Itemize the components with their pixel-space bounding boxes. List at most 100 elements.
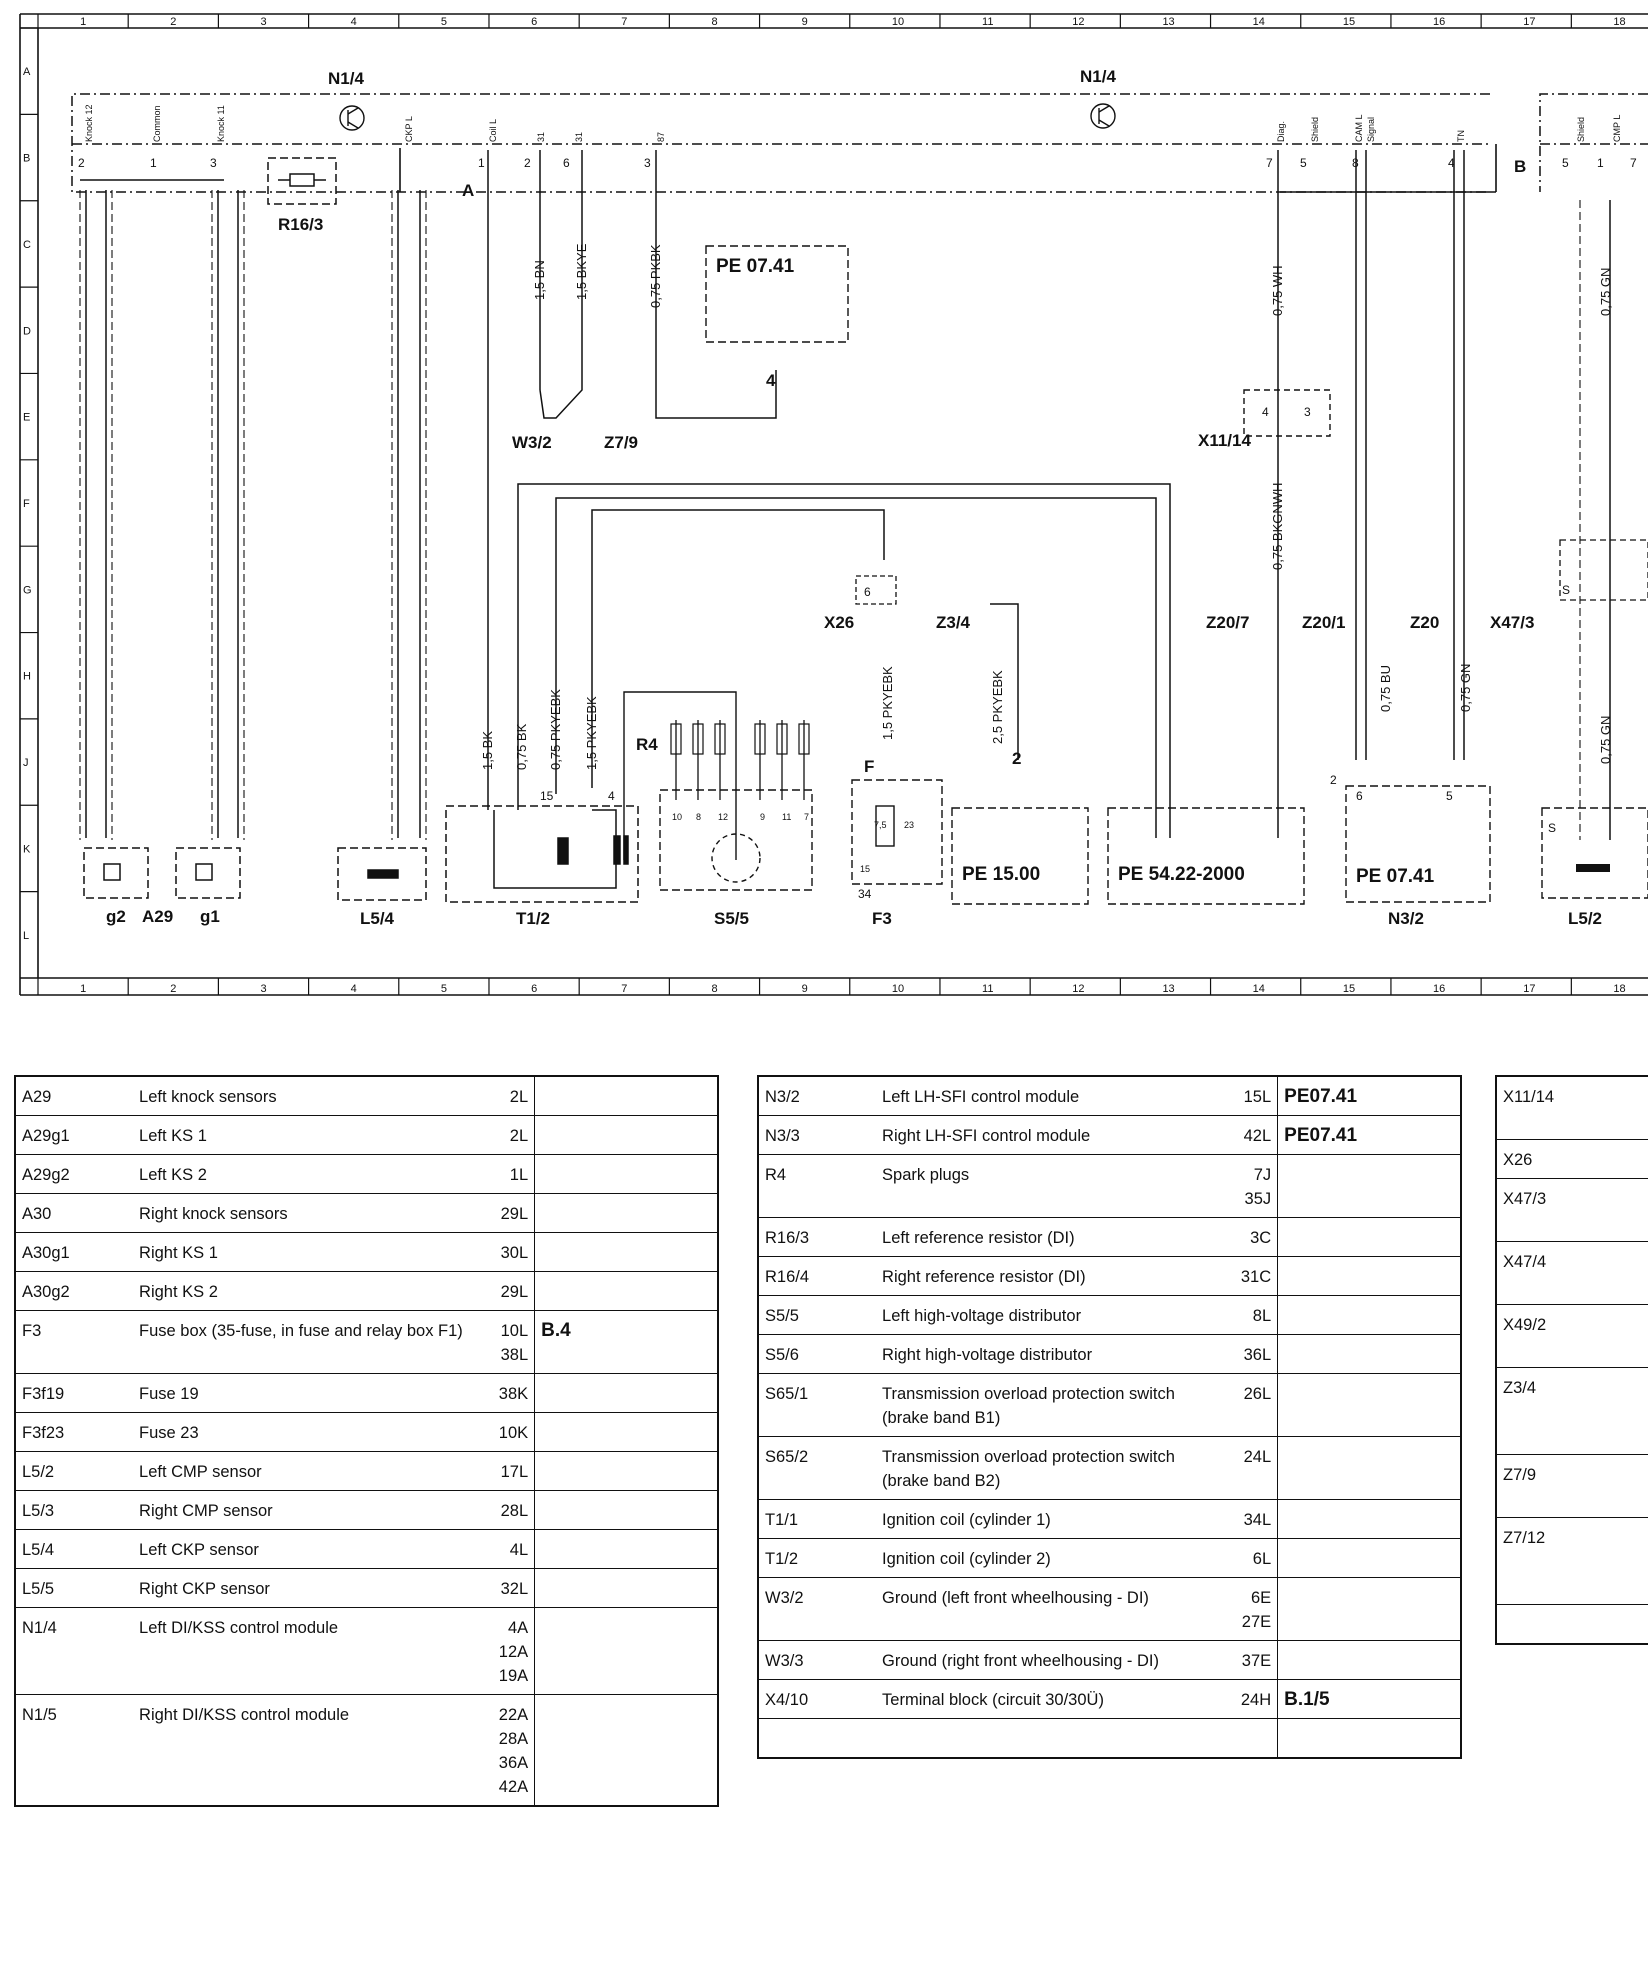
legend-code-cell: A29g1 — [14, 1115, 134, 1155]
grid-column-number: 8 — [711, 16, 717, 28]
pin-number: 5 — [1446, 789, 1453, 803]
legend-ref-cell — [1277, 1538, 1462, 1578]
fuse-box-f3 — [851, 779, 943, 885]
legend-loc-cell: 3C — [1227, 1217, 1279, 1257]
pin-number: 4 — [608, 789, 615, 803]
legend-desc-cell: Fuse 23 — [133, 1412, 484, 1452]
legend-code-cell: X47/4 — [1495, 1241, 1648, 1305]
label-g1: g1 — [200, 907, 220, 926]
grid-column-number: 9 — [802, 983, 808, 995]
legend-ref-cell — [1277, 1577, 1462, 1641]
grid-column-number: 11 — [982, 983, 993, 995]
grid-row-letter: A — [23, 66, 31, 78]
wire-label: 1,5 BK — [480, 731, 495, 770]
legend-ref-cell — [1277, 1217, 1462, 1257]
legend-desc-cell: Fuse 19 — [133, 1373, 484, 1413]
pin-number: S — [1562, 583, 1570, 597]
plug-number: 8 — [696, 812, 701, 822]
grid-column-number: 15 — [1343, 16, 1355, 28]
grid-column-number: 1 — [80, 983, 86, 995]
wire-label: 1,5 PKYEBK — [584, 696, 599, 770]
wire-label: 0,75 WH — [1270, 265, 1285, 316]
label-number: 2 — [1012, 749, 1021, 768]
legend-code-cell: Z3/4 — [1495, 1367, 1648, 1455]
legend-code-cell: A29g2 — [14, 1154, 134, 1194]
grid-row-letter: C — [23, 239, 31, 251]
legend-code-cell: X49/2 — [1495, 1304, 1648, 1368]
legend-loc-cell: 26L — [1227, 1373, 1279, 1437]
label-f3: F3 — [872, 909, 892, 928]
grid-column-number: 3 — [260, 16, 266, 28]
legend-ref-cell — [534, 1271, 719, 1311]
label-l5-4: L5/4 — [360, 909, 395, 928]
fuse-value: 7,5 — [874, 820, 887, 830]
wire-label: 0,75 BU — [1378, 665, 1393, 712]
legend-ref-cell — [534, 1193, 719, 1233]
legend-loc-cell: 31C — [1227, 1256, 1279, 1296]
legend-row: Z7/9Cir(ch — [1495, 1454, 1648, 1518]
legend-table-3-clip: X11/14Dia(DIX26IntX47/3LefcorX47/4Rigcor… — [1495, 1075, 1648, 1967]
pin-number: 6 — [864, 585, 871, 599]
legend-row: Z7/12Cir(chbas — [1495, 1517, 1648, 1605]
pin-label-coill: Coil L — [488, 119, 498, 142]
wire-label: 1,5 BKYE — [574, 243, 589, 300]
legend-desc-cell: Right CKP sensor — [133, 1568, 484, 1608]
legend-code-cell: S65/1 — [757, 1373, 877, 1437]
legend-code-cell: A29 — [14, 1075, 134, 1116]
label-letter-b: B — [1514, 157, 1526, 176]
pin-label-31a: 31 — [536, 132, 546, 142]
legend-row: X11/14Dia(DI — [1495, 1075, 1648, 1140]
legend-desc-cell: Right KS 1 — [133, 1232, 484, 1272]
grid-row-letter: D — [23, 325, 31, 337]
legend-code-cell: L5/4 — [14, 1529, 134, 1569]
grid-column-number: 17 — [1523, 983, 1535, 995]
legend-loc-cell — [1227, 1718, 1279, 1759]
grid-row-letter: H — [23, 671, 31, 683]
knock-sensor-g2 — [83, 847, 149, 899]
grid-column-number: 7 — [621, 983, 627, 995]
ref-pe-54-22-2000: PE 54.22-2000 — [1118, 864, 1245, 885]
legend-table-3: X11/14Dia(DIX26IntX47/3LefcorX47/4Rigcor… — [1495, 1075, 1648, 1645]
pin-number: 4 — [1262, 405, 1269, 419]
plug-number: 12 — [718, 812, 728, 822]
legend-row — [757, 1718, 1462, 1759]
legend-loc-cell: 34L — [1227, 1499, 1279, 1539]
legend-code-cell: F3f23 — [14, 1412, 134, 1452]
ckp-sensor-l5-4 — [337, 847, 427, 901]
legend-row: X49/2Basw — [1495, 1304, 1648, 1368]
pin-number: 3 — [210, 156, 217, 170]
legend-loc-cell: 2L — [484, 1115, 536, 1155]
legend-ref-cell — [1277, 1295, 1462, 1335]
pin-label-signal: Signal — [1366, 117, 1376, 142]
connector-x11-14 — [1243, 389, 1331, 437]
module-label-n14-left: N1/4 — [328, 69, 364, 88]
legend-loc-cell: 29L — [484, 1193, 536, 1233]
legend-ref-cell — [1277, 1640, 1462, 1680]
pin-label-shield-2: Shield — [1576, 117, 1586, 142]
grid-column-number: 12 — [1072, 983, 1084, 995]
label-l5-2: L5/2 — [1568, 909, 1602, 928]
label-t1-2: T1/2 — [516, 909, 550, 928]
pin-label-tn: TN — [1456, 130, 1466, 142]
spark-plug-group — [670, 720, 810, 800]
legend-code-cell: F3f19 — [14, 1373, 134, 1413]
legend-code-cell: F3 — [14, 1310, 134, 1374]
legend-desc-cell: Left LH-SFI control module — [876, 1075, 1227, 1116]
legend-loc-cell: 30L — [484, 1232, 536, 1272]
wire-label: 0,75 BK — [514, 723, 529, 770]
